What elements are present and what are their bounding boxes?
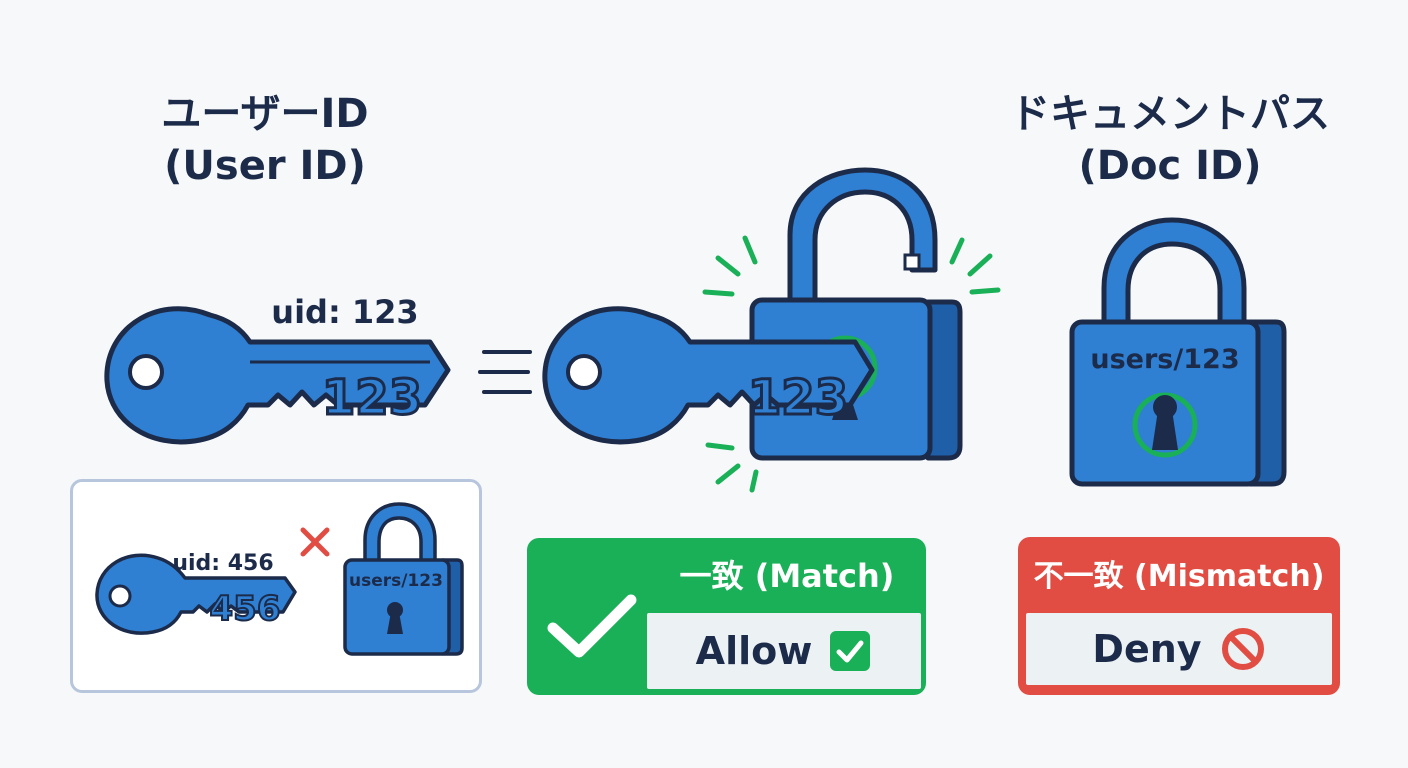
prohibited-icon (1221, 628, 1264, 670)
unlocked-padlock-icon (702, 167, 1001, 493)
deny-result: Deny (1026, 613, 1332, 685)
doc-padlock-icon (1069, 217, 1287, 487)
user-id-heading: ユーザーID (User ID) (115, 88, 415, 192)
user-key-uid-label: uid: 123 (271, 293, 418, 331)
small-padlock-icon (343, 502, 464, 656)
mismatch-result-panel: 不一致 (Mismatch) Deny (1018, 537, 1340, 695)
doc-path-heading: ドキュメントパス (Doc ID) (970, 88, 1370, 192)
user-id-heading-ja: ユーザーID (161, 91, 369, 137)
small-key-uid-label: uid: 456 (172, 551, 273, 576)
small-lock-path-label: users/123 (349, 571, 443, 591)
checkbox-checked-icon (830, 631, 871, 671)
unlock-burst-lines (702, 235, 1001, 493)
doc-path-heading-ja: ドキュメントパス (1010, 91, 1330, 137)
mismatch-cross-icon (300, 527, 330, 557)
small-key-icon (95, 553, 297, 635)
doc-path-heading-en: (Doc ID) (1078, 143, 1262, 189)
allow-label: Allow (695, 629, 813, 673)
mismatch-example-box: uid: 456 456 users/123 (70, 479, 482, 693)
mismatch-example-illustration: uid: 456 456 users/123 (95, 502, 464, 656)
inserted-key-blade-number: 123 (748, 370, 848, 426)
mismatch-title: 不一致 (Mismatch) (1033, 559, 1325, 594)
user-key-icon (104, 306, 451, 445)
inserted-key-icon (542, 306, 875, 445)
small-key-blade-number: 456 (210, 589, 281, 629)
allow-result: Allow (647, 613, 921, 689)
match-title: 一致 (Match) (679, 557, 895, 595)
match-result-panel: 一致 (Match) Allow (527, 538, 926, 695)
doc-lock-path-label: users/123 (1090, 344, 1239, 375)
check-mark-icon (547, 594, 637, 658)
user-key-blade-number: 123 (322, 370, 422, 426)
user-id-heading-en: (User ID) (164, 143, 366, 189)
motion-lines (478, 350, 532, 394)
deny-label: Deny (1092, 627, 1202, 671)
